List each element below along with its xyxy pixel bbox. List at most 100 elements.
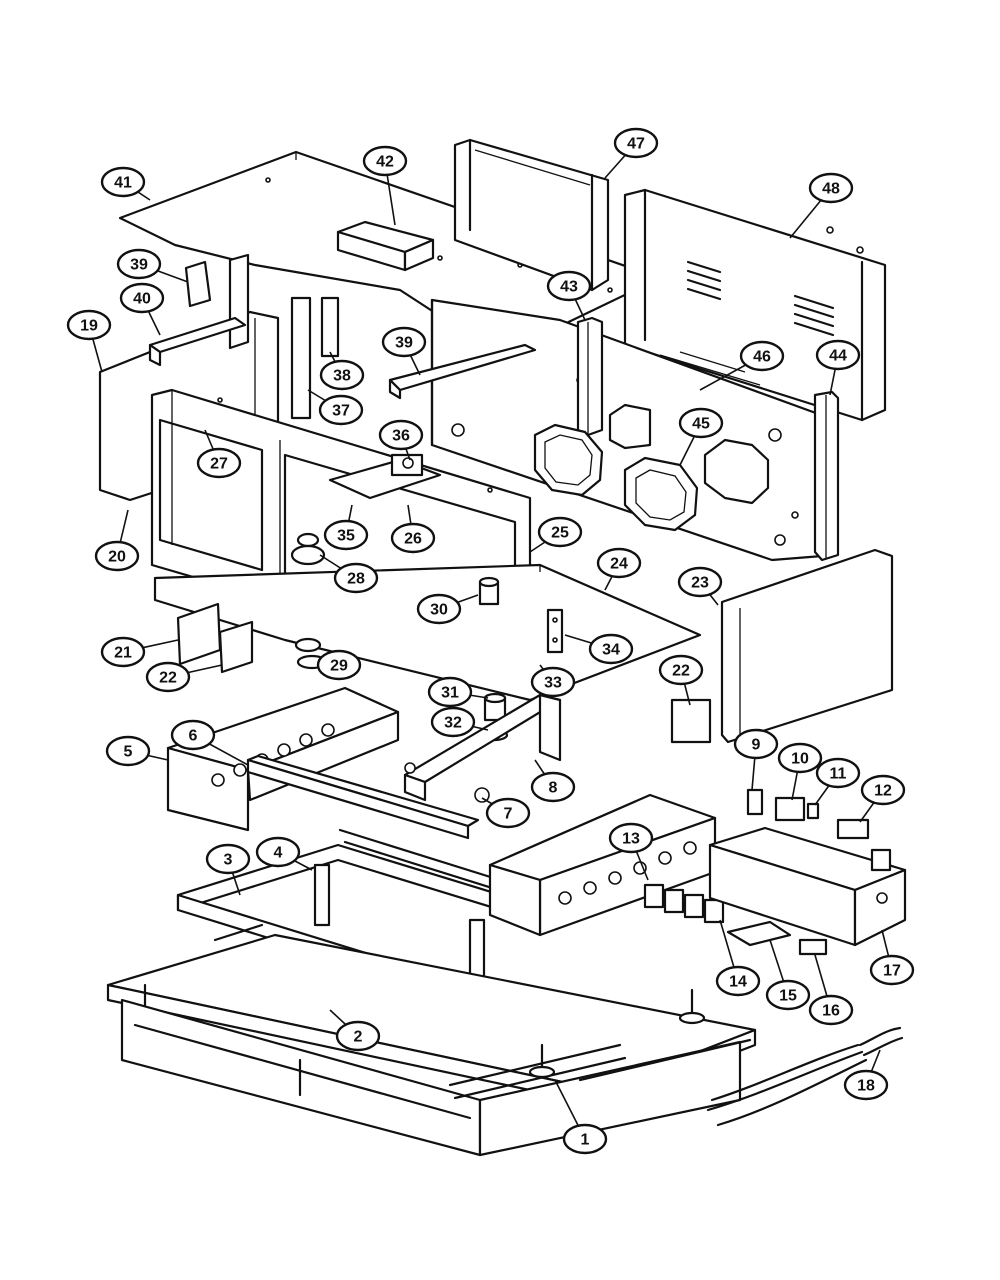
callout-ellipse bbox=[116, 248, 162, 280]
plate-22-right bbox=[670, 698, 712, 744]
callout-17: 17 bbox=[869, 929, 915, 986]
callout-number: 19 bbox=[80, 318, 98, 335]
callout-3: 3 bbox=[205, 843, 251, 896]
callout-22: 22 bbox=[145, 661, 223, 693]
callout-ellipse bbox=[658, 654, 704, 686]
callout-ellipse bbox=[335, 1020, 381, 1052]
relay-block bbox=[643, 883, 725, 924]
callout-31: 31 bbox=[427, 676, 489, 708]
callout-number: 22 bbox=[159, 670, 177, 687]
callout-39: 39 bbox=[381, 326, 427, 376]
callout-41: 41 bbox=[100, 166, 151, 201]
callout-number: 43 bbox=[560, 279, 578, 296]
callout-14: 14 bbox=[715, 919, 761, 997]
callout-ellipse bbox=[378, 419, 424, 451]
callout-46: 46 bbox=[699, 340, 785, 391]
callout-16: 16 bbox=[808, 954, 854, 1026]
callout-number: 32 bbox=[444, 715, 462, 732]
callout-ellipse bbox=[860, 774, 906, 806]
callout-30: 30 bbox=[416, 593, 479, 625]
callout-ellipse bbox=[808, 172, 854, 204]
fan-shroud-right bbox=[623, 456, 699, 532]
crossbar-39 bbox=[388, 343, 537, 400]
callout-28: 28 bbox=[319, 554, 379, 594]
callout-number: 21 bbox=[114, 645, 132, 662]
callout-number: 33 bbox=[544, 675, 562, 692]
callout-ellipse bbox=[739, 340, 785, 372]
vertical-posts-37-38 bbox=[290, 296, 340, 420]
callout-ellipse bbox=[715, 965, 761, 997]
callout-number: 48 bbox=[822, 181, 840, 198]
callout-number: 30 bbox=[430, 602, 448, 619]
callout-13: 13 bbox=[608, 822, 654, 881]
callout-ellipse bbox=[427, 676, 473, 708]
callout-number: 45 bbox=[692, 416, 710, 433]
callout-ellipse bbox=[733, 728, 779, 760]
callout-ellipse bbox=[678, 407, 724, 439]
right-side-panel bbox=[720, 548, 894, 744]
callout-32: 32 bbox=[430, 706, 489, 738]
callout-ellipse bbox=[390, 522, 436, 554]
callout-number: 47 bbox=[627, 136, 645, 153]
callout-ellipse bbox=[765, 979, 811, 1011]
callout-number: 18 bbox=[857, 1078, 875, 1095]
callout-4: 4 bbox=[255, 836, 313, 871]
callout-39: 39 bbox=[116, 248, 189, 283]
callout-21: 21 bbox=[100, 636, 179, 668]
callout-number: 25 bbox=[551, 525, 569, 542]
vertical-bracket-43 bbox=[576, 316, 604, 437]
callout-42: 42 bbox=[362, 145, 408, 226]
callout-number: 23 bbox=[691, 575, 709, 592]
callout-29: 29 bbox=[316, 649, 362, 681]
callout-number: 3 bbox=[224, 852, 233, 869]
callout-number: 20 bbox=[108, 549, 126, 566]
callout-ellipse bbox=[316, 649, 362, 681]
callout-number: 26 bbox=[404, 531, 422, 548]
callout-ellipse bbox=[333, 562, 379, 594]
side-bracket-44 bbox=[813, 390, 840, 562]
callout-number: 22 bbox=[672, 663, 690, 680]
callout-8: 8 bbox=[530, 759, 576, 803]
cylinder-30 bbox=[478, 576, 500, 606]
callout-number: 15 bbox=[779, 988, 797, 1005]
rear-panel-upper bbox=[453, 138, 610, 292]
callout-27: 27 bbox=[196, 429, 242, 479]
long-rail bbox=[246, 754, 480, 840]
callout-ellipse bbox=[530, 771, 576, 803]
callout-number: 8 bbox=[549, 780, 558, 797]
left-bracket-38-39 bbox=[148, 253, 250, 367]
callout-ellipse bbox=[145, 661, 191, 693]
callout-number: 28 bbox=[347, 571, 365, 588]
callout-number: 7 bbox=[504, 806, 513, 823]
callout-ellipse bbox=[318, 394, 364, 426]
callout-number: 11 bbox=[830, 766, 847, 783]
callout-number: 14 bbox=[729, 974, 747, 991]
block-12 bbox=[836, 818, 892, 872]
callout-number: 39 bbox=[395, 335, 413, 352]
callout-22: 22 bbox=[658, 654, 704, 706]
callout-ellipse bbox=[66, 309, 112, 341]
wire-harness bbox=[706, 1026, 904, 1127]
callout-25: 25 bbox=[529, 516, 583, 553]
callout-7: 7 bbox=[481, 797, 531, 829]
callout-23: 23 bbox=[677, 566, 723, 606]
callout-ellipse bbox=[588, 633, 634, 665]
callout-26: 26 bbox=[390, 504, 436, 554]
callout-number: 10 bbox=[791, 751, 809, 768]
callout-number: 5 bbox=[124, 744, 133, 761]
callout-ellipse bbox=[808, 994, 854, 1026]
callout-40: 40 bbox=[119, 282, 165, 336]
callout-number: 16 bbox=[822, 1003, 840, 1020]
callout-ellipse bbox=[170, 719, 216, 751]
nut-7 bbox=[474, 787, 490, 803]
callout-ellipse bbox=[815, 757, 861, 789]
callout-44: 44 bbox=[815, 339, 861, 396]
right-tray bbox=[708, 826, 907, 947]
callout-19: 19 bbox=[66, 309, 112, 373]
callout-ellipse bbox=[777, 742, 823, 774]
callout-9: 9 bbox=[733, 728, 779, 791]
callout-ellipse bbox=[546, 270, 592, 302]
electrical-box bbox=[488, 793, 717, 937]
left-base-tray bbox=[166, 686, 400, 832]
